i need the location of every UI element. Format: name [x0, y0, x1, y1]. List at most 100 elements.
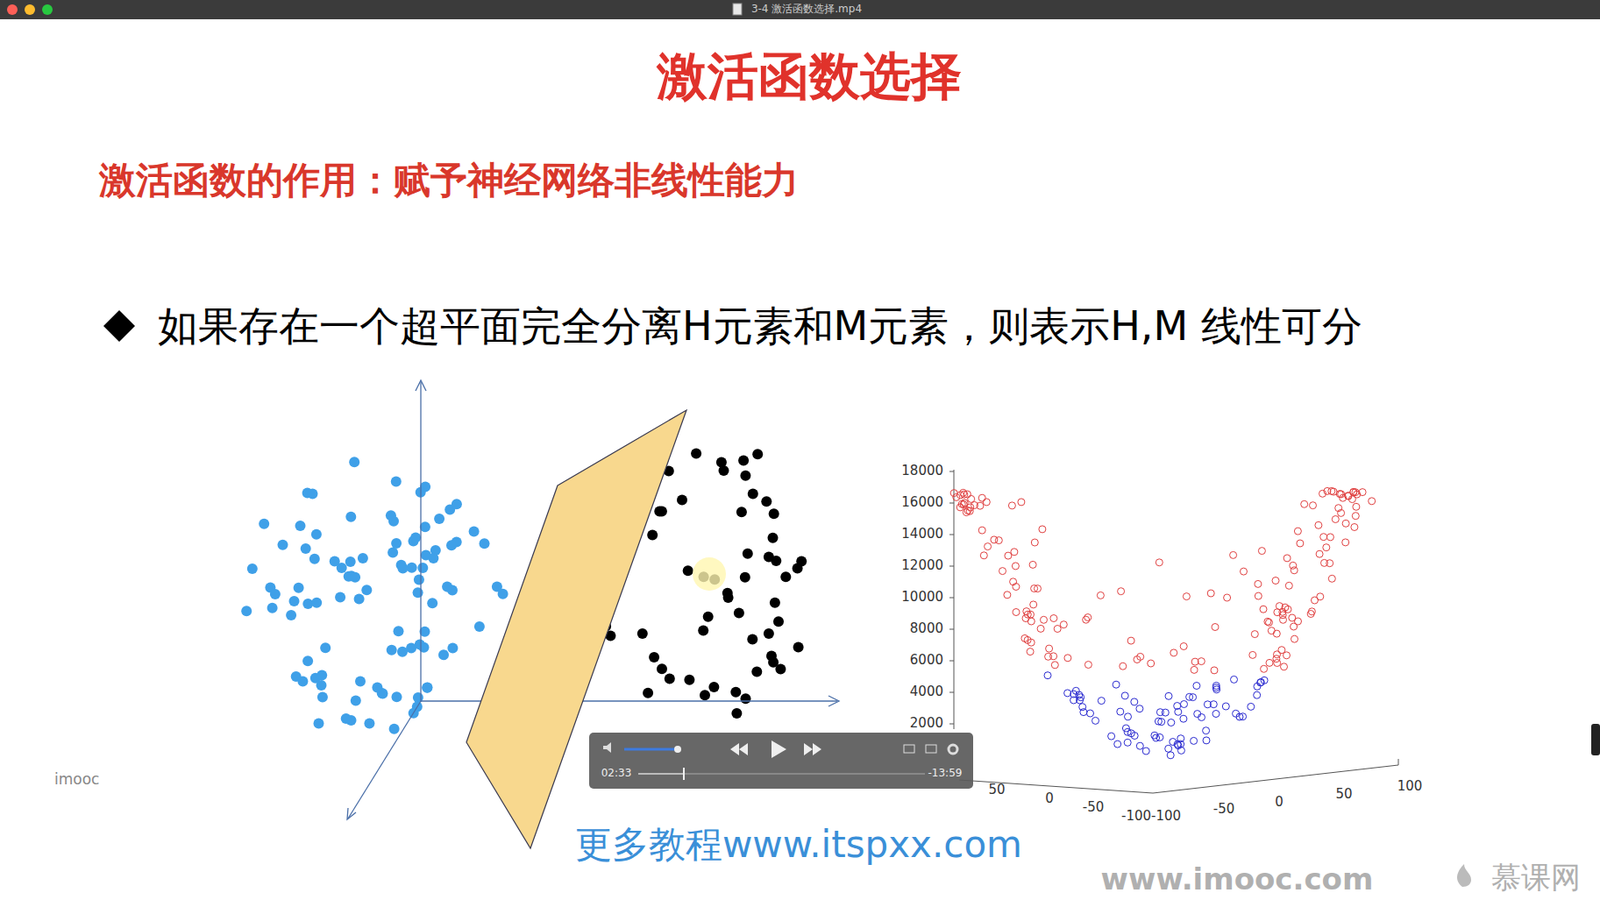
data-point [1254, 592, 1262, 600]
data-point [405, 642, 417, 654]
data-point [1254, 580, 1262, 588]
data-point [769, 597, 781, 609]
data-point [1023, 608, 1031, 616]
data-point [654, 506, 665, 518]
data-point [1202, 737, 1210, 745]
data-point [433, 513, 445, 525]
data-point [311, 597, 322, 609]
data-point [387, 547, 399, 559]
data-point [1280, 663, 1288, 671]
data-point [421, 682, 433, 694]
data-point [1130, 698, 1138, 706]
data-point [637, 628, 648, 640]
data-point [447, 642, 458, 654]
data-point [277, 540, 289, 551]
data-point [1045, 645, 1053, 653]
data-point [241, 605, 252, 617]
watermark: 更多教程www.itspxx.com [575, 824, 1023, 867]
data-point [731, 708, 742, 719]
data-point [1315, 521, 1323, 529]
data-point [1075, 691, 1083, 699]
data-point [1161, 709, 1169, 717]
data-point [316, 680, 328, 691]
data-point [950, 490, 958, 498]
data-point [438, 649, 449, 661]
tick-mark [949, 503, 954, 505]
axis-label: 16000 [901, 495, 944, 511]
data-point [307, 489, 319, 500]
data-point [984, 543, 992, 551]
data-point [385, 510, 397, 521]
data-point [738, 455, 749, 466]
data-point [420, 549, 432, 561]
data-point [747, 489, 759, 500]
time-label: -13:59 [928, 768, 963, 781]
window-title: 3-4 激活函数选择.mp4 [751, 3, 862, 16]
data-point [1326, 560, 1334, 568]
data-point [1040, 616, 1048, 624]
data-point [1177, 746, 1185, 754]
watermark: imooc [54, 771, 100, 790]
data-point [1284, 605, 1292, 613]
data-point [730, 687, 741, 698]
data-point [796, 555, 807, 567]
data-point [1265, 659, 1273, 667]
data-point [971, 502, 979, 510]
data-point [441, 582, 453, 593]
data-point [1342, 519, 1350, 527]
data-point [1308, 608, 1316, 616]
data-point [1193, 682, 1201, 690]
data-point [479, 538, 491, 549]
zoom-button [42, 4, 53, 15]
axis-label: 12000 [901, 558, 944, 574]
data-point [1156, 733, 1164, 741]
axis-label: 50 [988, 782, 1006, 798]
data-point [348, 456, 360, 468]
data-point [1273, 609, 1281, 617]
data-point [300, 543, 312, 555]
data-point [1278, 647, 1286, 655]
tick-mark [949, 471, 954, 473]
data-point [1127, 637, 1135, 645]
data-point [978, 526, 986, 534]
data-point [391, 476, 402, 488]
data-point [341, 713, 352, 725]
data-point [1173, 703, 1181, 711]
data-point [1264, 618, 1272, 626]
data-point [703, 611, 714, 623]
data-point [1142, 747, 1150, 755]
axis-label: 18000 [901, 463, 944, 479]
data-point [1301, 500, 1309, 508]
data-point [1051, 661, 1059, 669]
axis-label: 14000 [901, 526, 944, 542]
data-point [1038, 526, 1046, 534]
data-point [1190, 737, 1198, 745]
data-point [412, 587, 424, 598]
data-point [285, 610, 297, 621]
data-point [1084, 614, 1092, 622]
data-point [1296, 540, 1304, 548]
data-point [1223, 594, 1231, 602]
data-point [1124, 713, 1132, 721]
data-point [451, 498, 463, 510]
data-point [1257, 678, 1265, 686]
data-point [739, 470, 751, 482]
data-point [1155, 559, 1163, 567]
tick-mark [949, 724, 954, 726]
data-point [349, 572, 361, 584]
data-point [1147, 660, 1155, 668]
axis-label: 8000 [910, 621, 944, 637]
data-point [740, 693, 752, 704]
data-point [1194, 711, 1202, 719]
tick-mark [949, 566, 954, 568]
data-point [297, 676, 308, 688]
data-point [1053, 625, 1061, 633]
data-point [1117, 588, 1125, 596]
data-point [1050, 615, 1058, 623]
data-point [320, 642, 331, 654]
imooc-logo [1457, 864, 1472, 888]
data-point [386, 645, 398, 656]
data-point [1037, 625, 1045, 633]
data-point [1190, 666, 1198, 674]
data-point [1031, 539, 1039, 547]
